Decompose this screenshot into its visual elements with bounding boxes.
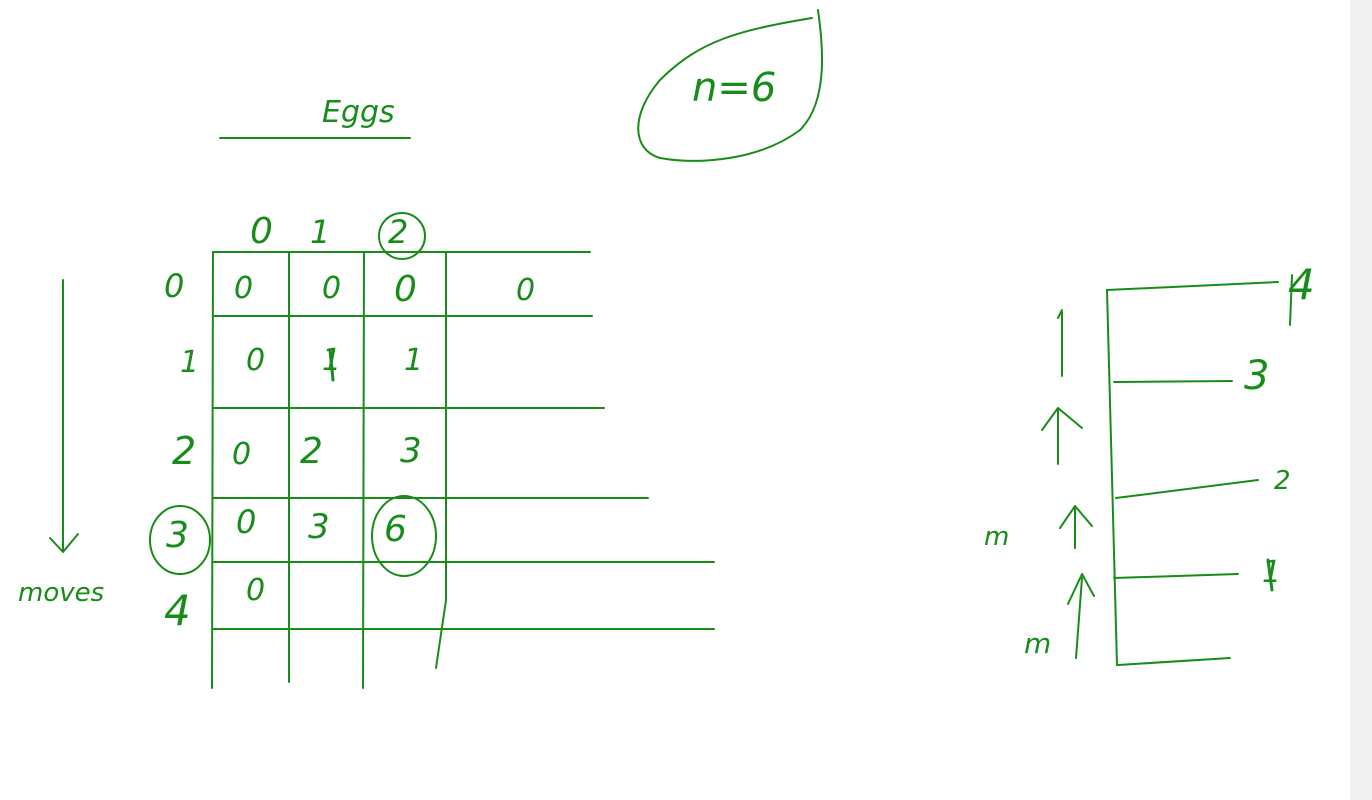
building-wall bbox=[1106, 289, 1118, 666]
table-cell: 2 bbox=[300, 431, 323, 472]
floor-line bbox=[1117, 657, 1231, 666]
arrow-label: m bbox=[1024, 627, 1052, 660]
table-cell: 0 bbox=[246, 573, 266, 608]
row-header: 0 bbox=[164, 267, 185, 305]
floor-label: 1 bbox=[1262, 555, 1282, 590]
circle-row-3 bbox=[149, 505, 211, 575]
floor-line bbox=[1106, 281, 1279, 291]
column-header: 2 bbox=[388, 213, 409, 251]
table-cell: 0 bbox=[246, 343, 266, 378]
up-arrow-head bbox=[1057, 309, 1063, 319]
floor-label: 4 bbox=[1288, 260, 1315, 309]
row-header: 3 bbox=[166, 515, 189, 556]
circle-col-2 bbox=[378, 212, 426, 260]
table-cell: 0 bbox=[322, 271, 342, 306]
circle-answer bbox=[371, 495, 437, 577]
table-cell: 0 bbox=[516, 273, 536, 308]
table-cell: 0 bbox=[394, 269, 417, 310]
column-header: 0 bbox=[250, 211, 273, 252]
floor-label: 2 bbox=[1274, 466, 1291, 496]
floor-4-stroke bbox=[1289, 274, 1293, 326]
n-circle-outline bbox=[637, 9, 824, 162]
title-word: Eggs bbox=[322, 95, 395, 130]
down-arrow-head bbox=[49, 533, 79, 553]
row-header: 2 bbox=[172, 429, 197, 473]
scrollbar[interactable] bbox=[1350, 0, 1372, 800]
up-arrow-head bbox=[1067, 573, 1095, 605]
table-cell: 0 bbox=[234, 271, 254, 306]
row-header: 4 bbox=[164, 586, 191, 635]
table-cell: 3 bbox=[400, 431, 422, 471]
arrow-label: m bbox=[984, 522, 1010, 552]
floor-label: 3 bbox=[1244, 353, 1270, 399]
side-label: moves bbox=[18, 578, 105, 608]
row-header: 1 bbox=[180, 345, 200, 380]
up-arrow-head bbox=[1059, 505, 1093, 529]
table-cell: 3 bbox=[308, 507, 330, 547]
column-header: 1 bbox=[310, 213, 331, 251]
floor-line bbox=[1115, 479, 1259, 499]
up-arrow-head bbox=[1041, 407, 1083, 431]
table-cell: 1 bbox=[322, 343, 342, 378]
table-cell: 1 bbox=[404, 343, 424, 378]
note-n-equals: n=6 bbox=[692, 65, 777, 111]
grid-vline bbox=[362, 251, 365, 689]
up-arrow-shaft bbox=[1075, 577, 1083, 659]
table-cell: 0 bbox=[232, 437, 252, 472]
tick-mark bbox=[1266, 558, 1274, 592]
grid-vline bbox=[435, 251, 447, 669]
grid-vline bbox=[211, 251, 214, 689]
tick-mark bbox=[328, 348, 335, 382]
floor-line bbox=[1113, 573, 1239, 579]
table-cell: 6 bbox=[384, 509, 407, 550]
table-cell: 0 bbox=[236, 503, 257, 541]
floor-line bbox=[1113, 380, 1233, 383]
